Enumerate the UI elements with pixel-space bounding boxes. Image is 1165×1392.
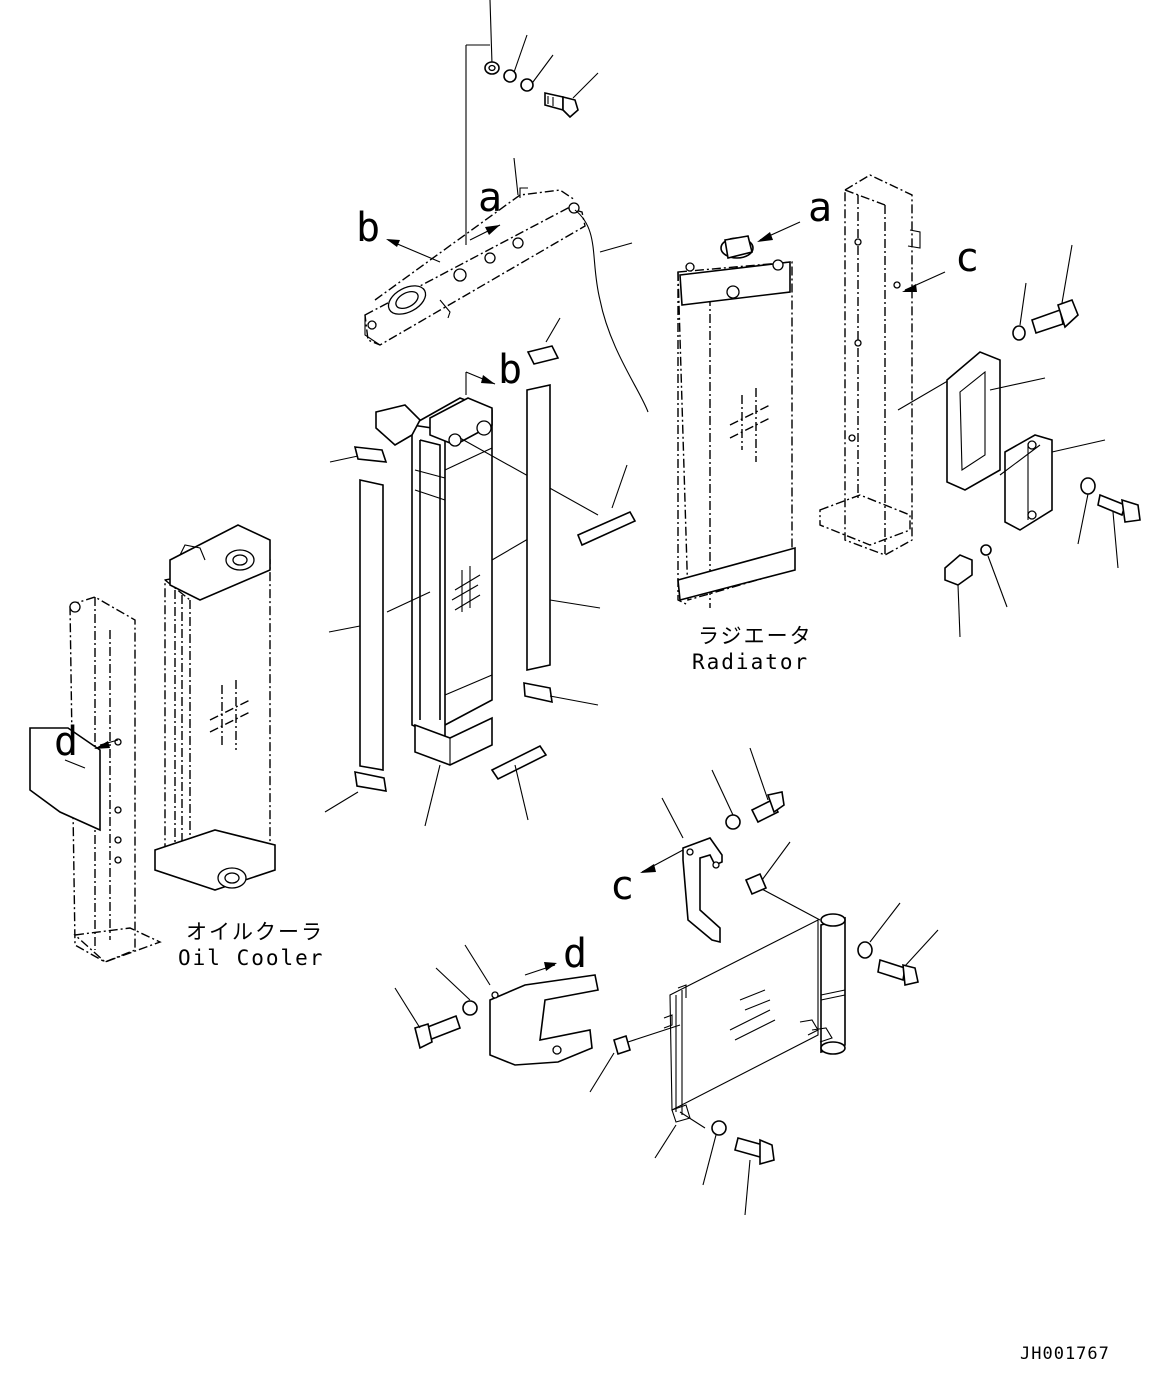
callout-b-top: b [356,205,381,251]
callout-d-bracket: d [563,931,588,977]
drawing-code: JH001767 [1020,1344,1110,1364]
oil-cooler-mesh-mark [209,680,251,750]
core-mesh-mark [451,566,481,612]
bracket-c [640,747,791,944]
bottom-hardware [679,902,939,1216]
condenser [654,887,846,1159]
callout-c-post: c [955,235,980,281]
oil-cooler-label-jp: オイルクーラ [186,920,324,944]
callout-d-frame: d [54,719,79,765]
oil-cooler-label-en: Oil Cooler [178,946,325,970]
callout-a-radiator: a [808,185,833,231]
seal-strips [324,317,637,821]
callout-c-bracket: c [610,863,635,909]
radiator-label-en: Radiator [692,650,810,674]
callout-b-core: b [498,347,523,393]
top-hardware [465,0,599,245]
callout-arrows-top [386,224,501,263]
oil-cooler-side-frame [29,596,162,963]
radiator-mesh-mark [729,388,771,462]
radiator [677,221,801,608]
right-plate-hardware [944,244,1141,638]
top-tank-bracket [364,157,649,413]
oil-cooler [154,524,276,891]
condenser-fin-mark [729,989,776,1041]
radiator-side-post [819,174,976,556]
bracket-d [394,944,681,1093]
radiator-label-jp: ラジエータ [698,624,813,648]
center-core [375,371,599,827]
callout-a-top: a [478,175,503,221]
